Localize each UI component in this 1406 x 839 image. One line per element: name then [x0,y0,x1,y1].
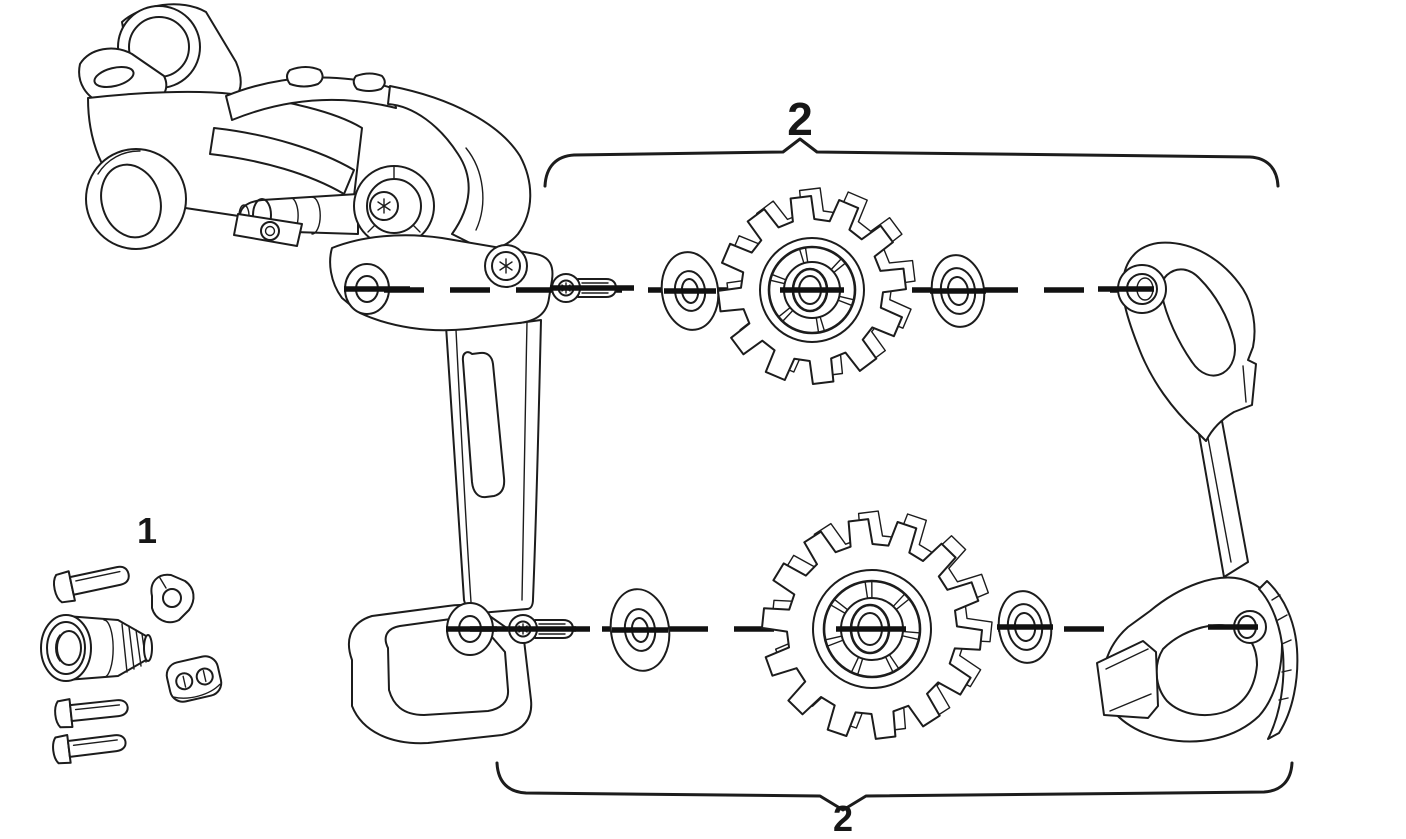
callout-group-2-bottom: 2 [495,761,1294,839]
callout-group-2-top: 2 [543,93,1280,188]
two-hole-cover-drawing [165,655,223,703]
derailleur-body-drawing [78,3,532,250]
axis-overlay-segments [344,285,1258,633]
brace-bottom [495,761,1294,812]
torx-bolt-icon [377,198,391,214]
label-2-bottom: 2 [833,798,853,839]
torx-bolt-icon [499,258,513,274]
b-bolt-drawing [40,614,153,682]
cable-anchor-washer-drawing [150,573,195,624]
mounting-screw-drawing [54,698,129,729]
limit-screw-drawing [53,565,130,604]
label-2-top: 2 [787,93,813,145]
upper-pulley-drawing [717,187,916,385]
lower-pulley-drawing [761,510,993,740]
brace-top [543,137,1280,188]
mounting-screw-drawing [52,734,127,765]
inner-cage-plate-drawing [329,234,554,745]
outer-cage-plate-drawing [1096,241,1299,743]
label-1: 1 [137,510,157,551]
hardware-group-1: 1 [40,510,223,765]
